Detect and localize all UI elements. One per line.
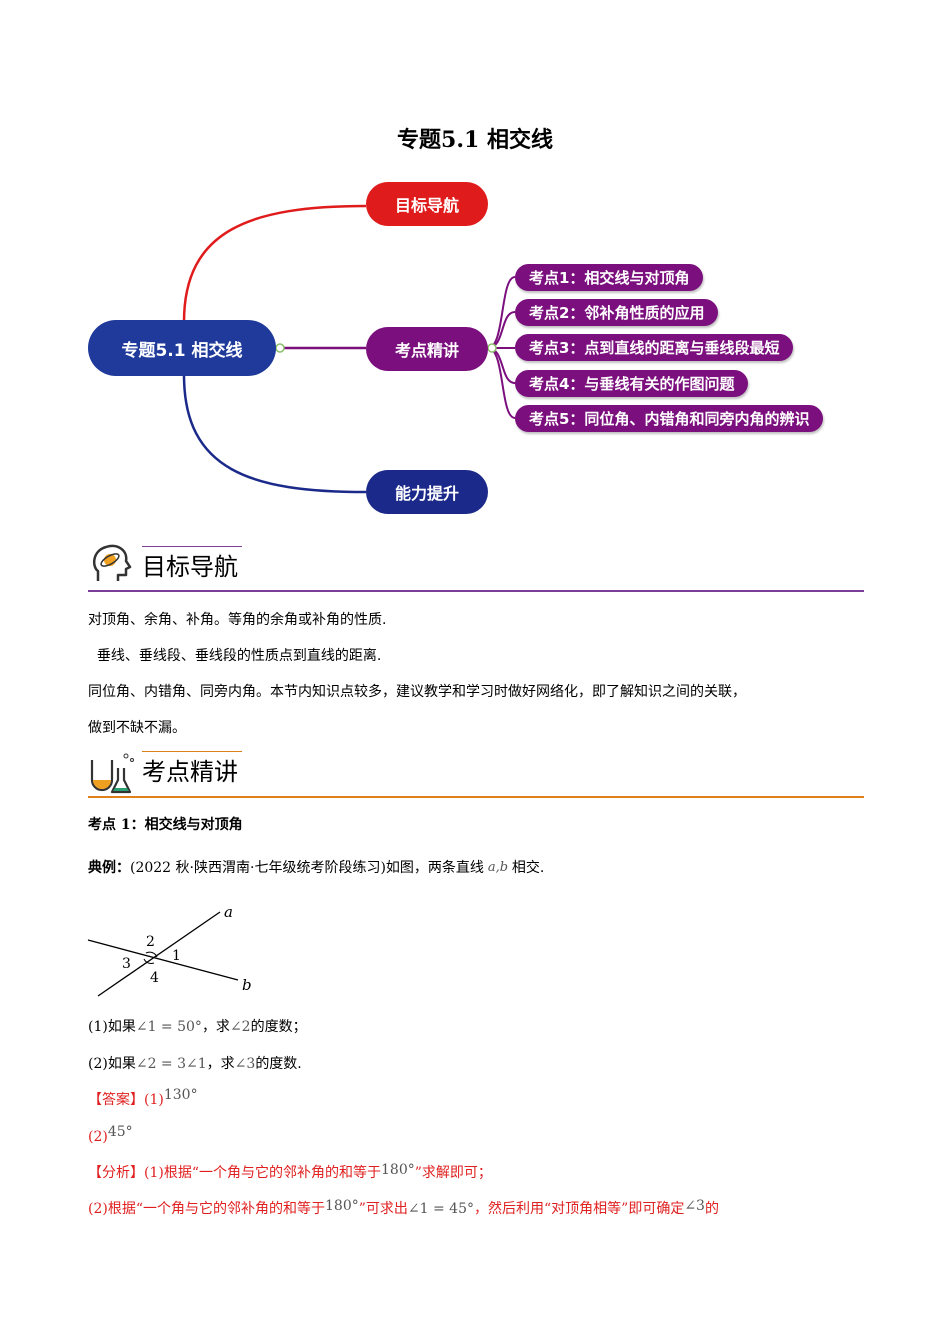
- mindmap-leaf-2: 考点2：邻补角性质的应用: [515, 299, 719, 326]
- topic-heading: 考点 1：相交线与对顶角: [88, 817, 243, 833]
- answer1-prefix: (1): [144, 1092, 164, 1108]
- mindmap-leaf-4: 考点4：与垂线有关的作图问题: [515, 370, 749, 397]
- q1-text-a: (1)如果: [88, 1019, 136, 1035]
- analysis2-math: 180°: [325, 1198, 359, 1214]
- mindmap-connectors: [182, 204, 516, 494]
- section-goals-heading: 目标导航: [142, 553, 238, 581]
- question-2: (2)如果∠2 = 3∠1，求∠3的度数.: [88, 1054, 302, 1074]
- mindmap-branch-goals: 目标导航: [366, 182, 488, 226]
- analysis2-text-b: ”可求出: [358, 1201, 408, 1217]
- intersecting-lines-figure: a b 1 2 3 4: [87, 903, 252, 997]
- q2-math2: ∠3: [234, 1056, 256, 1072]
- example-vars: a,b: [487, 860, 509, 875]
- answer2-value: 45°: [107, 1124, 133, 1140]
- analysis2-math3: ∠3: [684, 1198, 705, 1214]
- section-keypoints-divider: [88, 796, 864, 798]
- example-end: 相交.: [511, 860, 545, 876]
- q2-text-b: ，求: [206, 1056, 235, 1072]
- mindmap-leaf-5: 考点5：同位角、内错角和同旁内角的辨识: [515, 405, 824, 432]
- section-keypoints-heading: 考点精讲: [142, 758, 238, 786]
- analysis2-math2: ∠1 = 45°: [407, 1201, 474, 1217]
- mindmap-root: 专题5.1 相交线: [88, 320, 276, 376]
- mindmap-leaf-1: 考点1：相交线与对顶角: [515, 264, 704, 291]
- analysis1-text-b: ”求解即可；: [414, 1165, 492, 1181]
- analysis2-text-a: (2)根据“一个角与它的邻补角的和等于: [88, 1201, 325, 1217]
- analysis-line-1: 【分析】(1)根据“一个角与它的邻补角的和等于180°”求解即可；: [88, 1162, 492, 1183]
- answer-line-2: (2)45°: [88, 1124, 133, 1147]
- angle-3-label: 3: [122, 956, 131, 972]
- q1-text-c: 的度数；: [250, 1019, 307, 1035]
- q2-text-c: 的度数.: [255, 1056, 302, 1072]
- analysis1-text-a: (1)根据“一个角与它的邻补角的和等于: [144, 1165, 381, 1181]
- section-goals-overline: [142, 546, 242, 547]
- page-title: 专题5.1 相交线: [397, 127, 553, 153]
- example-label: 典例：: [88, 860, 130, 876]
- q1-math2: ∠2: [229, 1019, 251, 1035]
- analysis-line-2: (2)根据“一个角与它的邻补角的和等于180°”可求出∠1 = 45°，然后利用…: [88, 1198, 719, 1219]
- answer-label: 【答案】: [88, 1092, 144, 1108]
- answer1-value: 130°: [163, 1087, 198, 1103]
- goals-line-4: 做到不缺不漏。: [88, 720, 186, 736]
- question-1: (1)如果∠1 = 50°，求∠2的度数；: [88, 1017, 307, 1037]
- flask-icon: [90, 753, 134, 794]
- angle-2-label: 2: [146, 934, 155, 950]
- section-goals-divider: [88, 590, 864, 592]
- section-keypoints-overline: [142, 751, 242, 752]
- q1-math: ∠1 = 50°: [135, 1019, 202, 1035]
- angle-4-label: 4: [150, 970, 159, 986]
- q2-text-a: (2)如果: [88, 1056, 136, 1072]
- goals-line-1: 对顶角、余角、补角。等角的余角或补角的性质.: [88, 612, 387, 628]
- line-a-label: a: [224, 903, 233, 921]
- answer-line-1: 【答案】(1)130°: [88, 1087, 198, 1110]
- goals-line-2: 垂线、垂线段、垂线段的性质点到直线的距离.: [88, 648, 382, 664]
- head-brain-icon: [92, 544, 132, 581]
- example-text: (2022 秋·陕西渭南·七年级统考阶段练习)如图，两条直线: [130, 860, 484, 876]
- analysis1-math: 180°: [381, 1162, 415, 1178]
- answer2-prefix: (2): [88, 1129, 108, 1145]
- goals-line-3: 同位角、内错角、同旁内角。本节内知识点较多，建议教学和学习时做好网络化，即了解知…: [88, 684, 746, 700]
- line-b-label: b: [242, 976, 252, 994]
- mindmap-branch-improve: 能力提升: [366, 470, 488, 514]
- angle-1-label: 1: [172, 948, 181, 964]
- q1-text-b: ，求: [201, 1019, 230, 1035]
- analysis2-text-c: ，然后利用“对顶角相等”即可确定: [474, 1201, 685, 1217]
- mindmap-leaf-3: 考点3：点到直线的距离与垂线段最短: [515, 334, 794, 361]
- q2-math: ∠2 = 3∠1: [135, 1056, 207, 1072]
- analysis-label: 【分析】: [88, 1165, 144, 1181]
- mindmap-branch-keypoints: 考点精讲: [366, 327, 488, 371]
- analysis2-text-d: 的: [704, 1201, 719, 1217]
